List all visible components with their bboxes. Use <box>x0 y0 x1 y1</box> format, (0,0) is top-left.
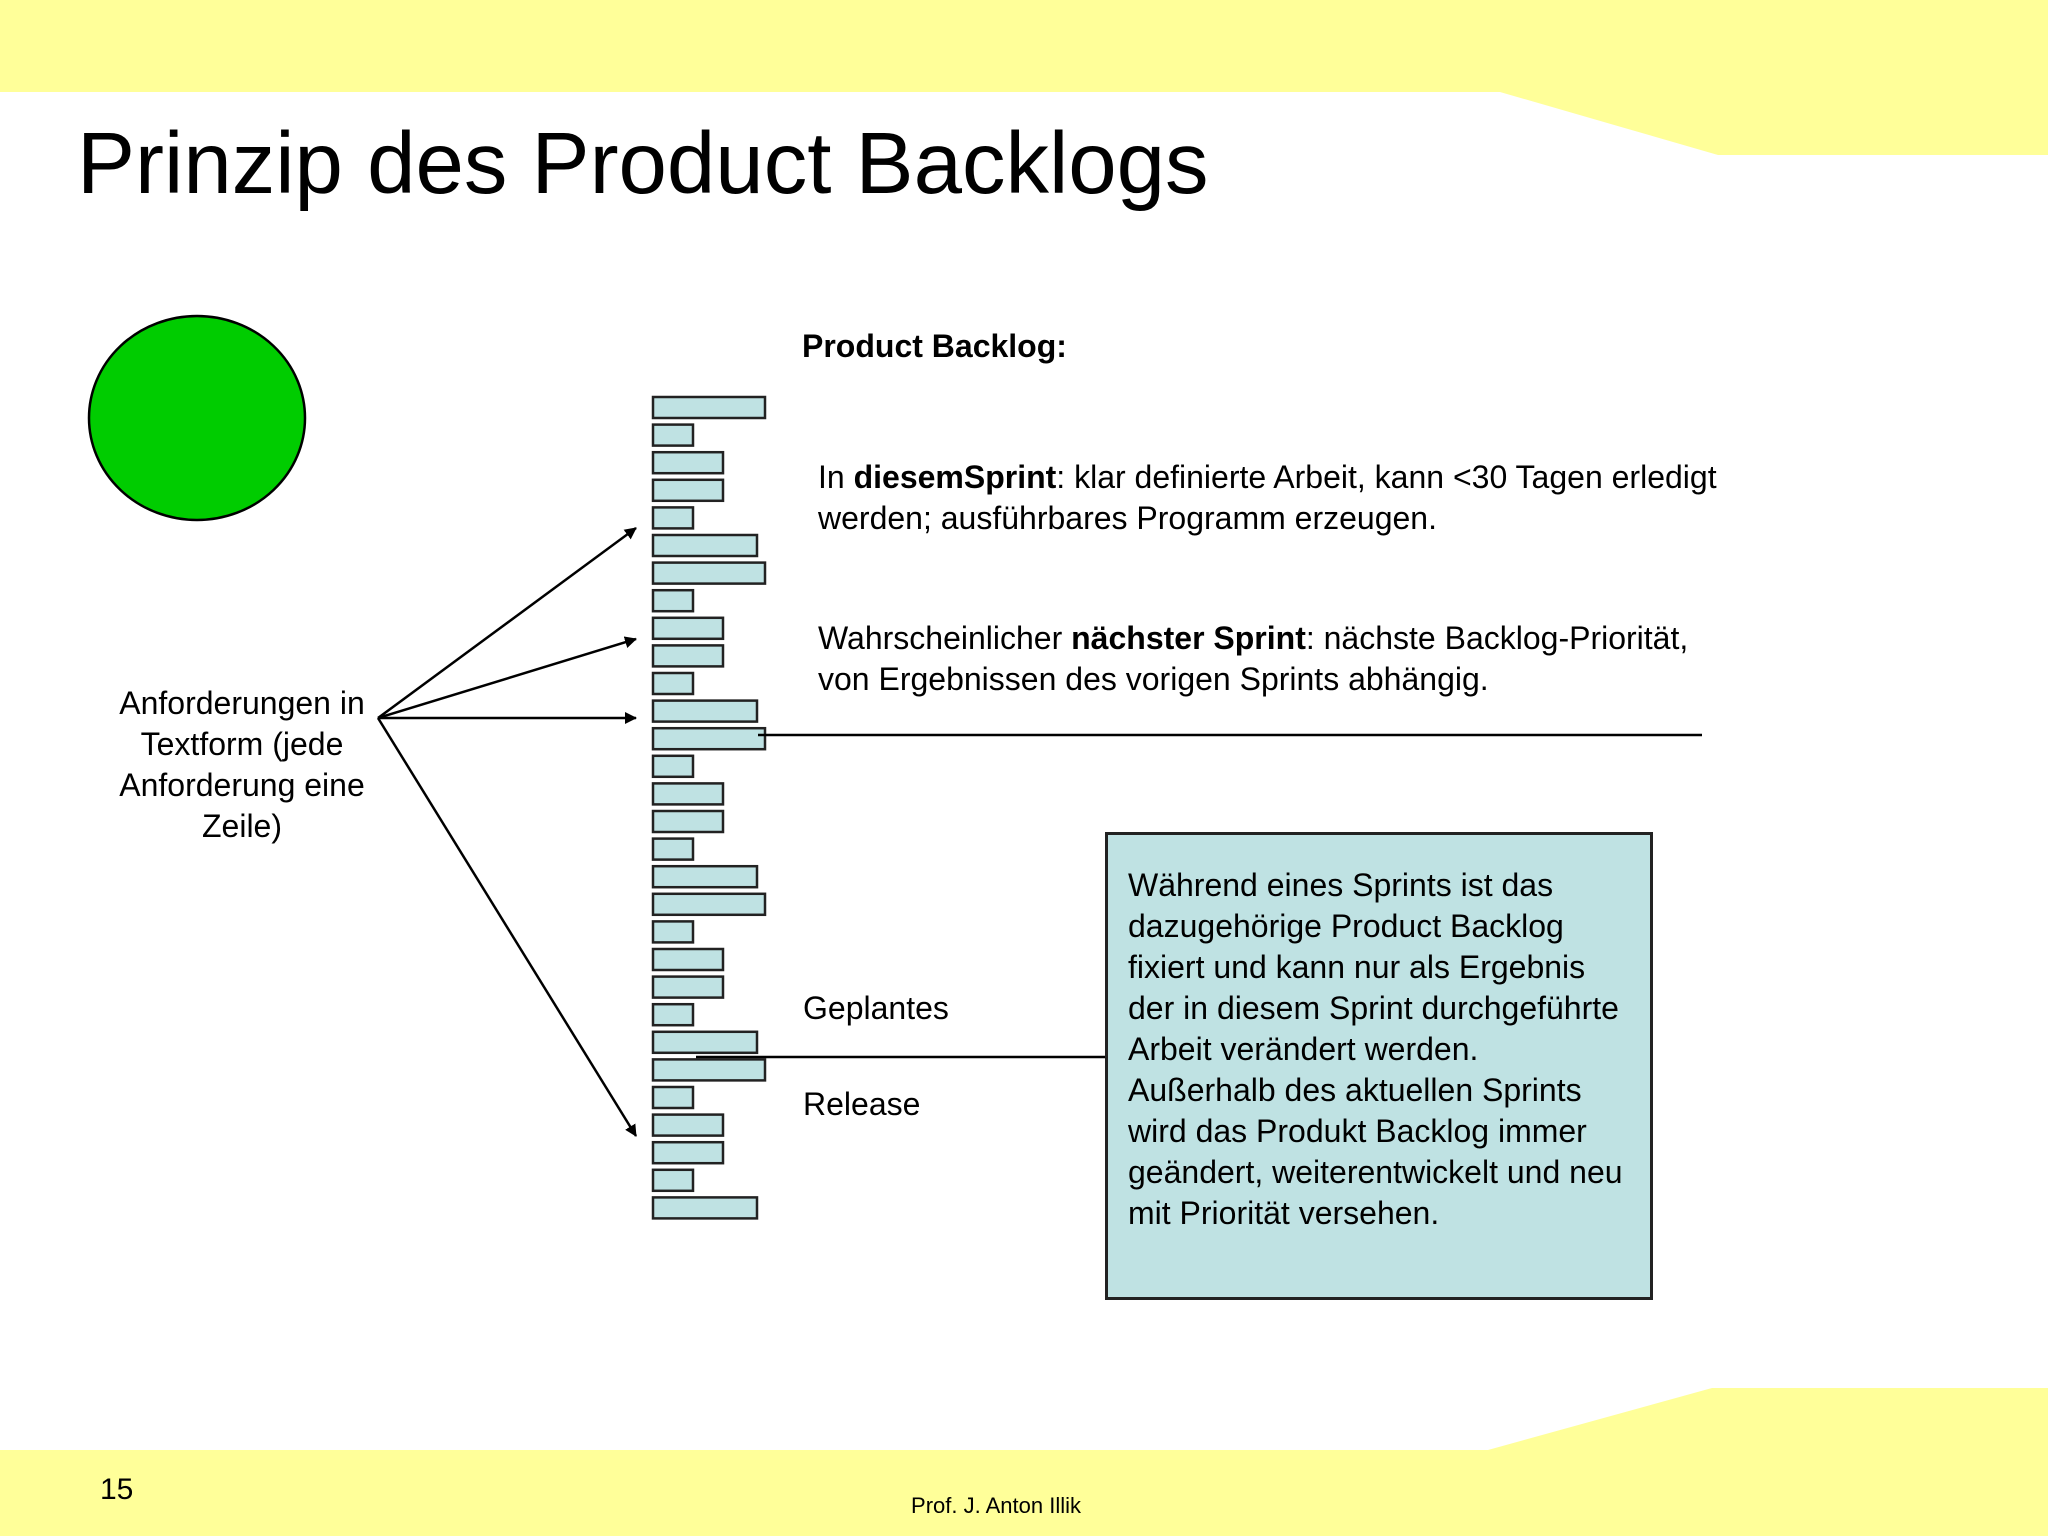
backlog-item <box>651 450 725 475</box>
current-sprint-description: In diesemSprint: klar definierte Arbeit,… <box>818 457 1798 539</box>
backlog-item <box>651 726 767 751</box>
current-sprint-prefix: In <box>818 459 854 495</box>
arrow-to-current-sprint <box>377 526 637 720</box>
next-sprint-rest: : nächste Backlog-Priorität, von Ergebni… <box>818 620 1689 697</box>
backlog-item <box>651 809 725 834</box>
slide-title: Prinzip des Product Backlogs <box>77 115 1209 212</box>
backlog-item <box>651 423 695 447</box>
backlog-item <box>651 1058 767 1082</box>
next-sprint-prefix: Wahrscheinlicher <box>818 620 1072 656</box>
backlog-item <box>651 975 725 999</box>
green-circle <box>87 314 307 522</box>
arrow-to-next-sprint <box>377 636 637 720</box>
backlog-item <box>651 671 695 696</box>
backlog-item <box>651 588 695 613</box>
backlog-item <box>651 1113 725 1137</box>
release-label: Release <box>803 1086 921 1122</box>
sprint-note-text: Während eines Sprints ist das dazugehöri… <box>1128 867 1623 1231</box>
backlog-stack <box>651 395 767 1220</box>
backlog-item <box>651 1030 759 1055</box>
backlog-item <box>651 1002 695 1027</box>
backlog-item <box>651 395 767 420</box>
next-sprint-description: Wahrscheinlicher nächster Sprint: nächst… <box>818 618 1698 700</box>
top-yellow-band <box>0 0 2048 155</box>
backlog-item <box>651 754 695 779</box>
backlog-item <box>651 699 759 723</box>
bottom-yellow-band <box>0 1388 2048 1536</box>
next-sprint-bold: nächster Sprint <box>1071 620 1306 656</box>
backlog-item <box>651 1085 695 1110</box>
backlog-item <box>651 837 695 861</box>
backlog-item <box>651 1168 695 1193</box>
backlog-item <box>651 1140 725 1165</box>
backlog-item <box>651 533 759 558</box>
backlog-item <box>651 920 695 944</box>
backlog-item <box>651 506 695 530</box>
backlog-item <box>651 1196 759 1220</box>
arrow-to-release <box>376 717 638 1137</box>
backlog-item <box>651 616 725 641</box>
requirements-label: Anforderungen in Textform (jede Anforder… <box>119 685 365 844</box>
backlog-item <box>651 478 725 503</box>
planned-label: Geplantes <box>803 990 949 1026</box>
sprint-note-box: Während eines Sprints ist das dazugehöri… <box>1105 832 1653 1300</box>
backlog-item <box>651 892 767 917</box>
backlog-item <box>651 561 767 585</box>
backlog-item <box>651 947 725 972</box>
footer-author: Prof. J. Anton Illik <box>911 1493 1081 1518</box>
current-sprint-rest: : klar definierte Arbeit, kann <30 Tagen… <box>818 459 1717 536</box>
page-number: 15 <box>100 1473 134 1506</box>
backlog-item <box>651 644 725 668</box>
backlog-item <box>651 864 759 889</box>
backlog-item <box>651 782 725 806</box>
current-sprint-bold: diesemSprint <box>853 459 1057 495</box>
product-backlog-heading: Product Backlog: <box>802 328 1067 364</box>
